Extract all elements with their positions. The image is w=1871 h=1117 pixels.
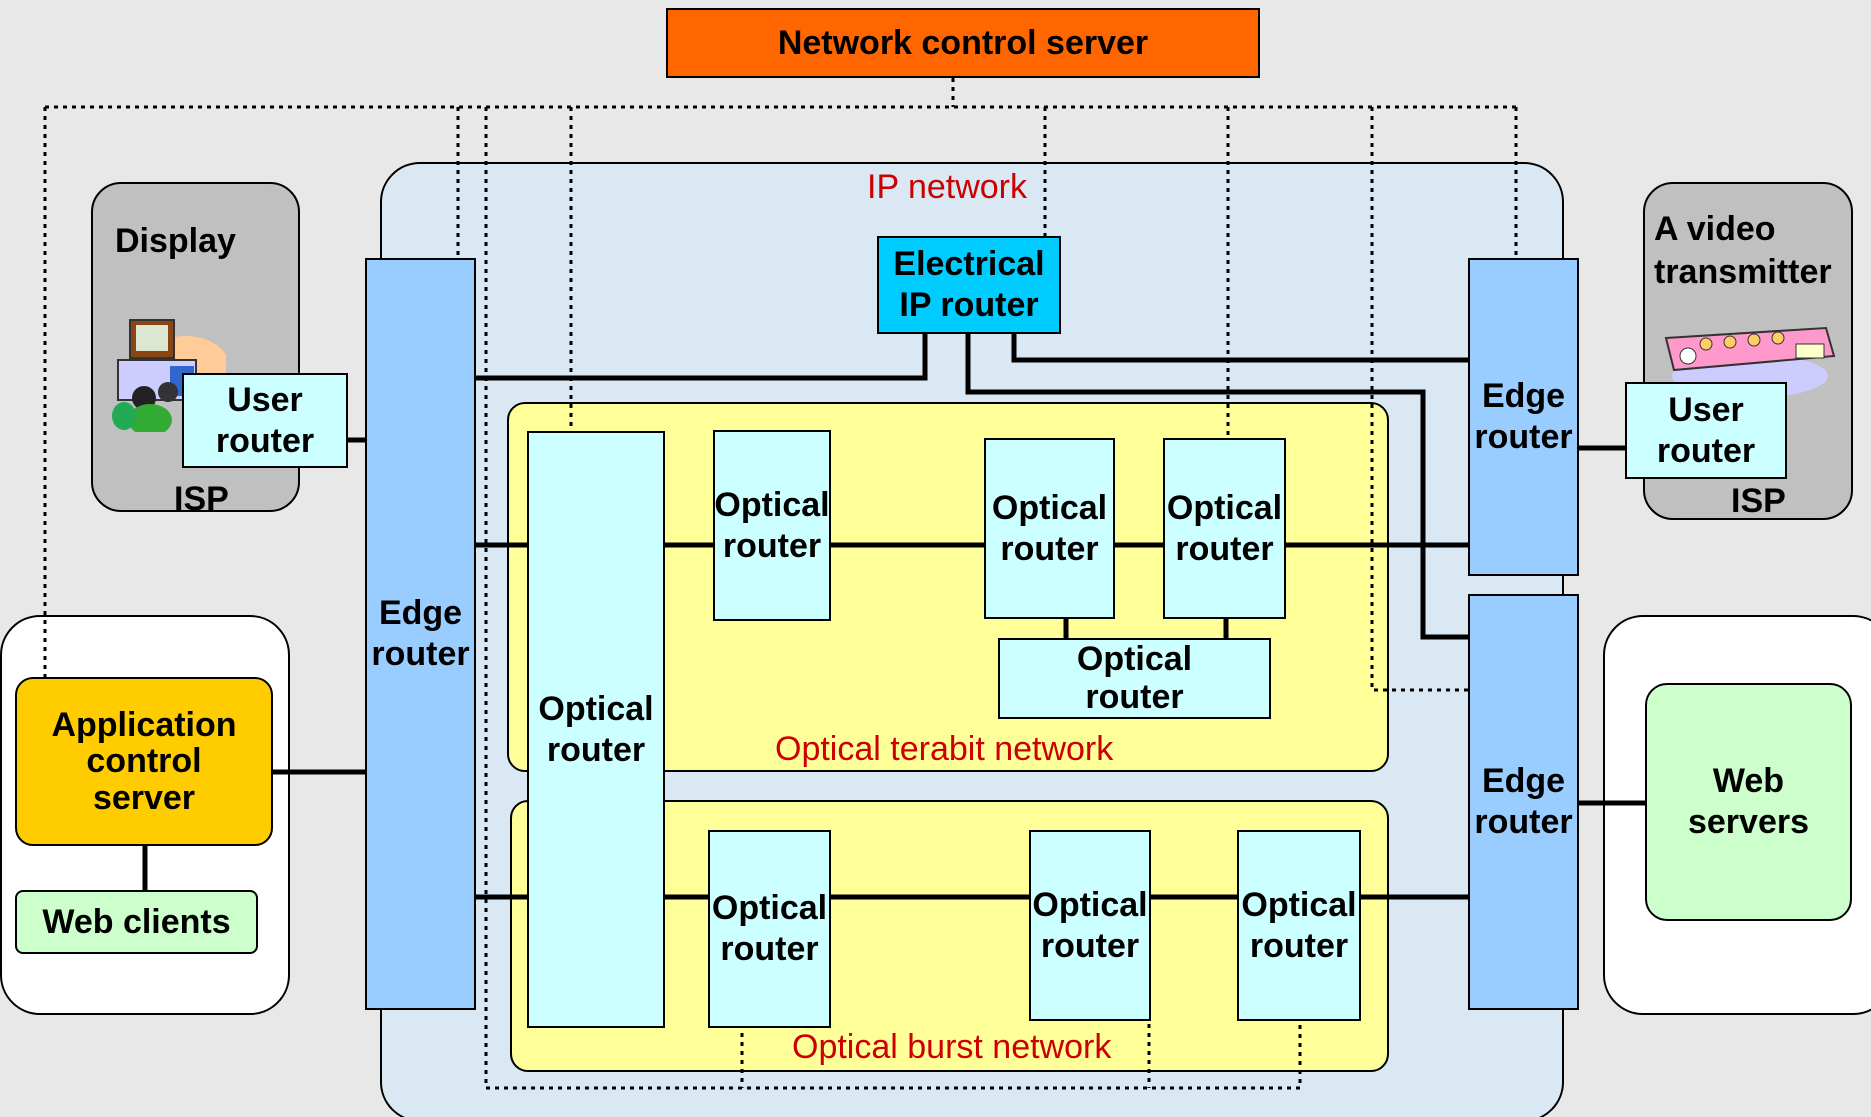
- optical-terabit-label: Optical terabit network: [775, 730, 1114, 768]
- right-user-router[interactable]: User router: [1625, 382, 1787, 479]
- network-control-server[interactable]: Network control server: [666, 8, 1260, 78]
- terabit-optical-router-3[interactable]: Optical router: [1163, 438, 1286, 619]
- optical-burst-label: Optical burst network: [792, 1028, 1112, 1066]
- terabit-optical-router-4[interactable]: Optical router: [998, 638, 1271, 719]
- optical-router-tall[interactable]: Optical router: [527, 431, 665, 1028]
- ip-network-label: IP network: [867, 168, 1028, 206]
- burst-optical-router-1[interactable]: Optical router: [708, 830, 831, 1028]
- edge-router-left[interactable]: Edge router: [365, 258, 476, 1010]
- web-servers[interactable]: Web servers: [1645, 683, 1852, 921]
- application-control-server[interactable]: Application control server: [15, 677, 273, 846]
- video-transmitter-label: A video transmitter: [1654, 210, 1832, 291]
- right-isp-label: ISP: [1731, 482, 1786, 520]
- left-user-router[interactable]: User router: [182, 373, 348, 468]
- display-label: Display: [115, 222, 236, 260]
- left-isp-label: ISP: [174, 480, 229, 518]
- video-transmitter-clipart: [1658, 320, 1838, 400]
- terabit-optical-router-2[interactable]: Optical router: [984, 438, 1115, 619]
- web-clients[interactable]: Web clients: [15, 890, 258, 954]
- edge-router-right-top[interactable]: Edge router: [1468, 258, 1579, 576]
- burst-optical-router-3[interactable]: Optical router: [1237, 830, 1361, 1021]
- electrical-ip-router[interactable]: Electrical IP router: [877, 236, 1061, 334]
- burst-optical-router-2[interactable]: Optical router: [1029, 830, 1151, 1021]
- edge-router-right-bottom[interactable]: Edge router: [1468, 594, 1579, 1010]
- terabit-optical-router-1[interactable]: Optical router: [713, 430, 831, 621]
